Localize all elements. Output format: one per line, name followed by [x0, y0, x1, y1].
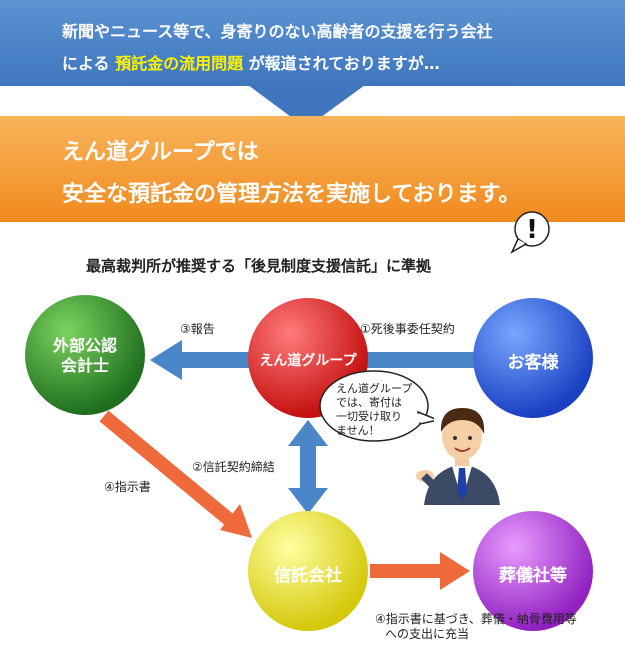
- exclamation-bubble-icon: !: [510, 211, 550, 254]
- speech-bubble: [319, 370, 434, 442]
- instruction-label: ④指示書: [104, 480, 151, 494]
- speech-text: えん道グループ では、寄付は 一切受け取り ません！: [336, 382, 413, 437]
- policy-banner: [0, 116, 625, 222]
- news-banner: [0, 0, 625, 86]
- payment-note: ④指示書に基づき、葬儀・納骨費用等 への支出に充当: [375, 612, 577, 641]
- standard-caption: 最高裁判所が推奨する「後見制度支援信託」に準拠: [86, 257, 432, 275]
- policy-line-2: 安全な預託金の管理方法を実施しております。: [62, 182, 521, 207]
- funeral-label: 葬儀社等: [499, 566, 567, 586]
- auditor-label: 外部公認会計士: [52, 336, 117, 375]
- funeral-node: [473, 511, 593, 631]
- banner-pointer: [248, 85, 365, 128]
- group-label: えん道グループ: [259, 353, 357, 369]
- trust-node: [248, 511, 368, 631]
- instruction-arrow: [99, 410, 252, 538]
- news-highlight: 預託金の流用問題: [115, 54, 244, 73]
- businessman-icon: [416, 408, 500, 505]
- svg-text:!: !: [526, 215, 538, 245]
- trust-contract-label: ②信託契約締結: [192, 460, 275, 474]
- customer-node: [473, 298, 593, 418]
- trust-contract-arrow: [288, 420, 328, 514]
- auditor-node: [25, 295, 145, 415]
- policy-line-1: えん道グループでは: [62, 140, 259, 165]
- trust-label: 信託会社: [274, 566, 342, 586]
- news-line-1: 新聞やニュース等で、身寄りのない高齢者の支援を行う会社: [62, 22, 493, 41]
- payment-arrow: [370, 552, 470, 590]
- news-line-2: による 預託金の流用問題 が報道されておりますが…: [62, 54, 440, 73]
- customer-label: お客様: [507, 353, 559, 373]
- contract-label: ①死後事委任契約: [360, 322, 455, 336]
- report-label: ③報告: [180, 322, 215, 336]
